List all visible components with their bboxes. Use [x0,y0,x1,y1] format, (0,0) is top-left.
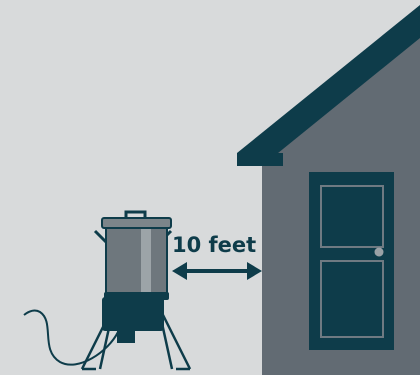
fryer-lid [102,218,171,228]
fryer-regulator [117,327,135,343]
door-knob [375,248,384,257]
house-fascia [237,153,283,166]
double-arrow-icon [172,262,262,280]
pot-bottom-rim [104,292,169,300]
house-icon [237,5,420,375]
fryer-pot [106,226,167,296]
distance-label: 10 feet [172,233,256,257]
pot-highlight [141,228,151,294]
fryer-burner [102,297,164,331]
house-door [309,172,394,350]
